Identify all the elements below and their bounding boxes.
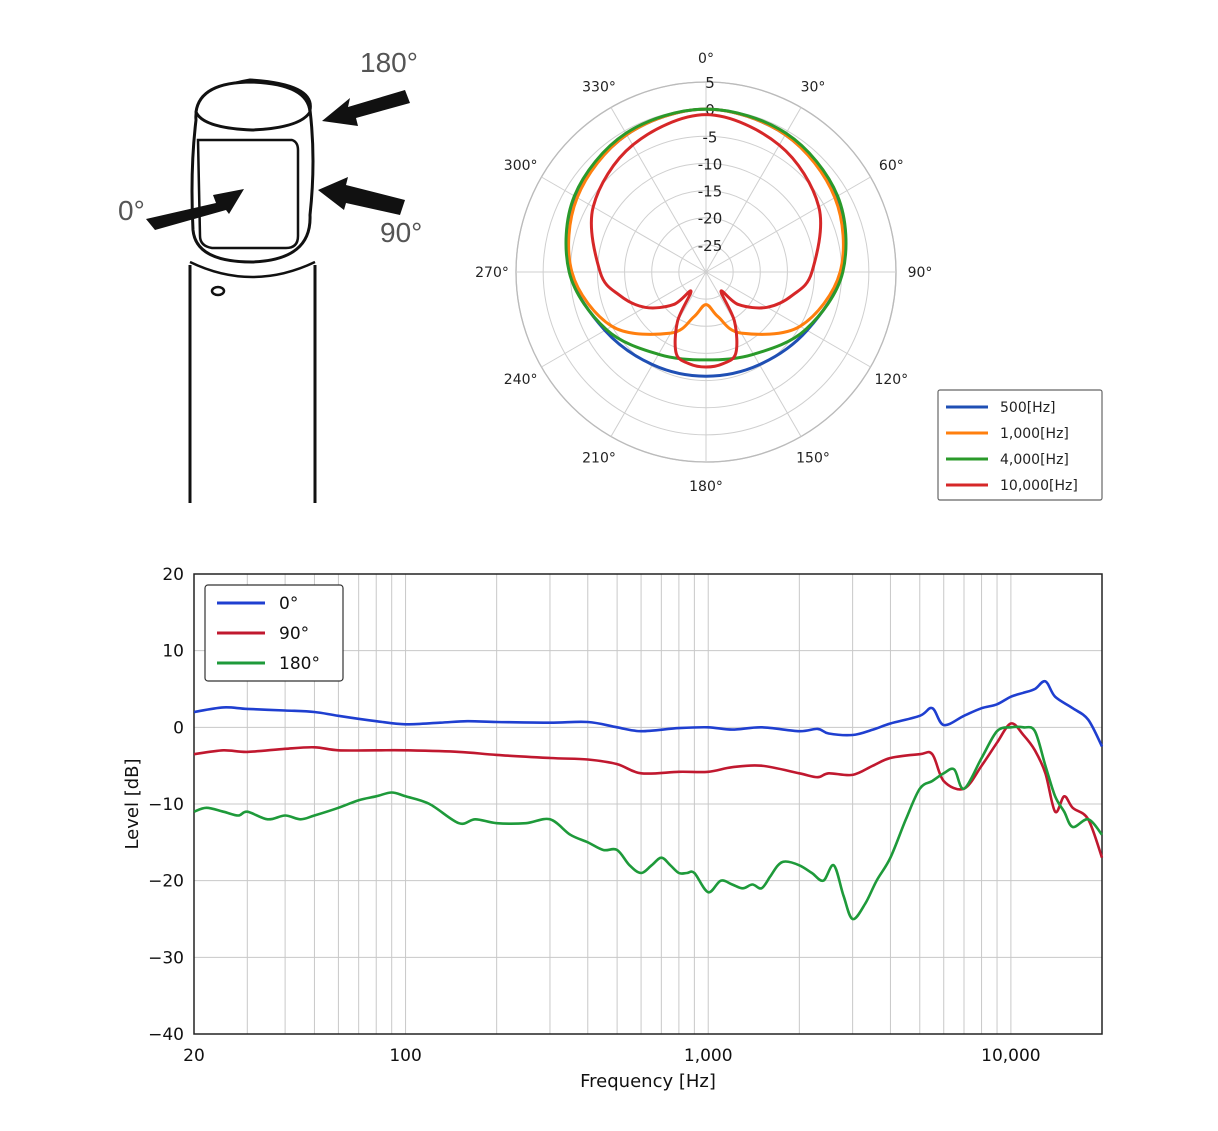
polar-radial-label: -20: [698, 210, 723, 228]
arrow-0-icon: [146, 189, 244, 230]
polar-legend-label: 10,000[Hz]: [1000, 478, 1078, 494]
frequency-legend-label: 180°: [279, 654, 320, 674]
mic-top-cap: [194, 80, 312, 132]
polar-series-line: [567, 107, 845, 336]
polar-series-line: [564, 107, 848, 362]
x-tick-label: 20: [183, 1046, 205, 1066]
polar-grid-spoke: [541, 271, 707, 368]
mic-screw: [210, 285, 226, 297]
polar-series-line: [589, 113, 823, 369]
polar-legend: 500[Hz] 1,000[Hz] 4,000[Hz] 10,000[Hz]: [937, 389, 1103, 501]
series-line: [193, 679, 1104, 748]
arrow-180-icon: [322, 90, 410, 126]
polar-angle-label: 300°: [504, 158, 538, 174]
polar-radial-label: -5: [703, 128, 718, 146]
polar-radial-label: -15: [698, 183, 723, 201]
polar-angle-label: 60°: [879, 158, 904, 174]
y-tick-label: 0: [173, 718, 184, 738]
polar-angle-label: 210°: [582, 450, 616, 466]
polar-legend-label: 1,000[Hz]: [1000, 426, 1069, 442]
polar-angle-label: 150°: [796, 450, 830, 466]
x-axis-label: Frequency [Hz]: [580, 1071, 716, 1092]
label-0-deg: 0°: [118, 195, 145, 226]
polar-grid-spoke: [541, 176, 707, 273]
polar-chart: 0° 30° 60° 90° 120° 150° 180° 210° 240° 270° 300° 3…: [475, 51, 1103, 501]
series-line: [193, 722, 1104, 859]
polar-grid-spoke: [705, 176, 871, 273]
polar-radial-label: -10: [698, 155, 723, 173]
y-tick-label: −30: [148, 948, 184, 968]
mic-body: [188, 265, 317, 503]
frequency-legend: 0° 90° 180°: [204, 584, 344, 682]
y-tick-label: −20: [148, 872, 184, 892]
y-tick-label: 20: [162, 565, 184, 585]
frequency-legend-label: 90°: [279, 624, 309, 644]
label-180-deg: 180°: [360, 47, 418, 78]
y-tick-label: 10: [162, 642, 184, 662]
polar-radial-label: 5: [705, 74, 715, 92]
mic-window: [196, 138, 300, 250]
polar-angle-label: 270°: [475, 265, 509, 281]
polar-legend-label: 500[Hz]: [1000, 400, 1056, 416]
polar-angle-label: 0°: [698, 51, 714, 67]
label-90-deg: 90°: [380, 217, 422, 248]
polar-angle-label: 180°: [689, 479, 723, 495]
polar-legend-box: [937, 389, 1103, 501]
x-tick-label: 10,000: [981, 1046, 1040, 1066]
plot-frame: [193, 573, 1103, 1035]
x-tick-label: 100: [389, 1046, 421, 1066]
polar-angle-label: 30°: [801, 80, 826, 96]
mic-collar: [189, 260, 316, 279]
arrow-90-icon: [318, 177, 405, 215]
polar-grid-spoke: [705, 271, 871, 368]
microphone-illustration: 0° 90° 180°: [118, 47, 422, 503]
polar-angle-label: 330°: [582, 80, 616, 96]
y-tick-label: −10: [148, 795, 184, 815]
polar-angle-label: 90°: [908, 265, 933, 281]
series-line: [193, 725, 1104, 921]
y-axis-label: Level [dB]: [122, 758, 143, 849]
polar-angle-label: 240°: [504, 372, 538, 388]
y-tick-label: −40: [148, 1025, 184, 1045]
polar-radial-label: -25: [698, 237, 723, 255]
x-tick-label: 1,000: [684, 1046, 733, 1066]
polar-angle-label: 120°: [874, 372, 908, 388]
frequency-legend-label: 0°: [279, 594, 298, 614]
frequency-legend-box: [204, 584, 344, 682]
polar-legend-label: 4,000[Hz]: [1000, 452, 1069, 468]
